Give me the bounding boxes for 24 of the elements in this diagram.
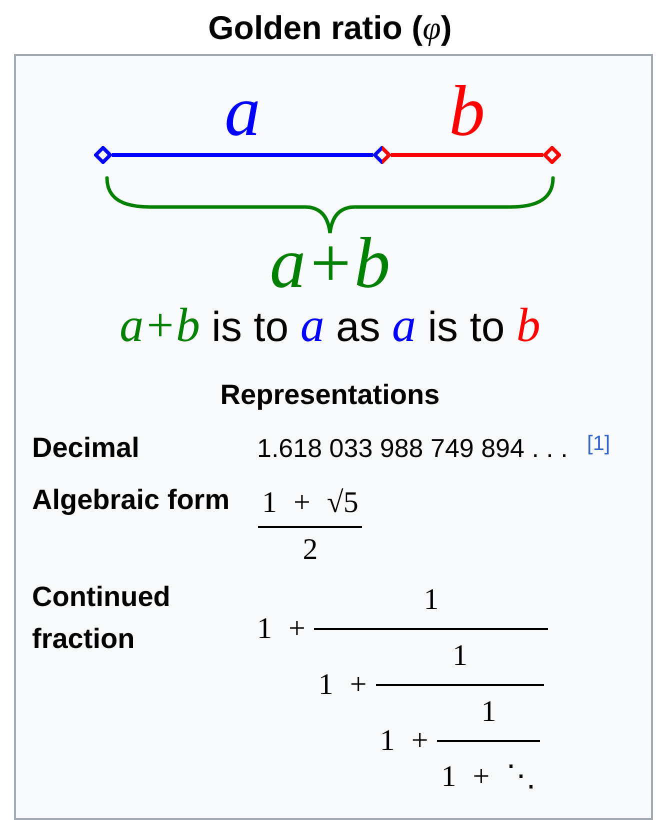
endpoint-diamond xyxy=(543,146,561,164)
numerator: 1 xyxy=(424,583,439,617)
numerator: 1 + √5 xyxy=(262,486,358,520)
title: Golden ratio (φ) xyxy=(208,8,452,49)
ratio-sentence: a+b is to a as a is to b xyxy=(120,302,540,352)
line-segment xyxy=(112,153,373,157)
segment-label: b xyxy=(448,83,486,141)
decimal-value: 1.618 033 988 749 894 . . . $^{[1]}$ xyxy=(257,430,610,465)
math-term: 1 + xyxy=(257,612,306,646)
brace-label: a+b xyxy=(268,235,392,293)
numerator: 1 xyxy=(452,639,468,673)
math-term: 1 + xyxy=(380,724,428,758)
endpoint-diamond xyxy=(373,146,391,164)
endpoint-diamond xyxy=(94,146,112,164)
numerator: 1 xyxy=(481,695,496,729)
math-term: 1 + xyxy=(318,668,367,702)
row-label: Continued fraction xyxy=(32,580,170,656)
row-label: Algebraic form xyxy=(32,483,230,517)
section-heading: Representations xyxy=(220,379,440,411)
segment-label: a xyxy=(224,83,262,141)
row-label: Decimal xyxy=(32,431,140,465)
denominator: 2 xyxy=(302,533,318,567)
math-term: 1 + ⋱ xyxy=(441,760,536,794)
line-segment xyxy=(391,153,543,157)
